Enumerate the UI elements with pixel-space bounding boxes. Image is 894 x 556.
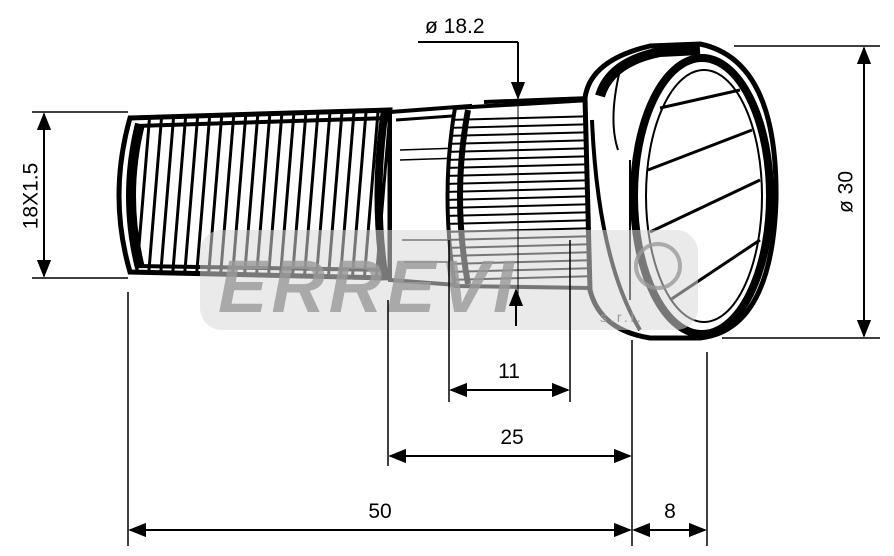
watermark-suffix: s.r.l. [600, 309, 644, 325]
dimension-labels: 18X1.5 ø 18.2 ø 30 11 25 50 8 [20, 15, 858, 523]
watermark-brand: ERREVI [218, 245, 518, 328]
thread-dimension-label: 18X1.5 [20, 163, 43, 230]
head-thickness-label: 8 [664, 500, 676, 523]
head-diameter-label: ø 30 [835, 171, 858, 213]
knurl-length-label: 11 [498, 360, 520, 383]
shank-length-label: 50 [368, 500, 391, 523]
registered-mark-icon [634, 242, 682, 290]
shoulder-length-label: 25 [500, 426, 523, 449]
dimension-lines [32, 41, 880, 546]
knurl-diameter-label: ø 18.2 [425, 15, 485, 38]
